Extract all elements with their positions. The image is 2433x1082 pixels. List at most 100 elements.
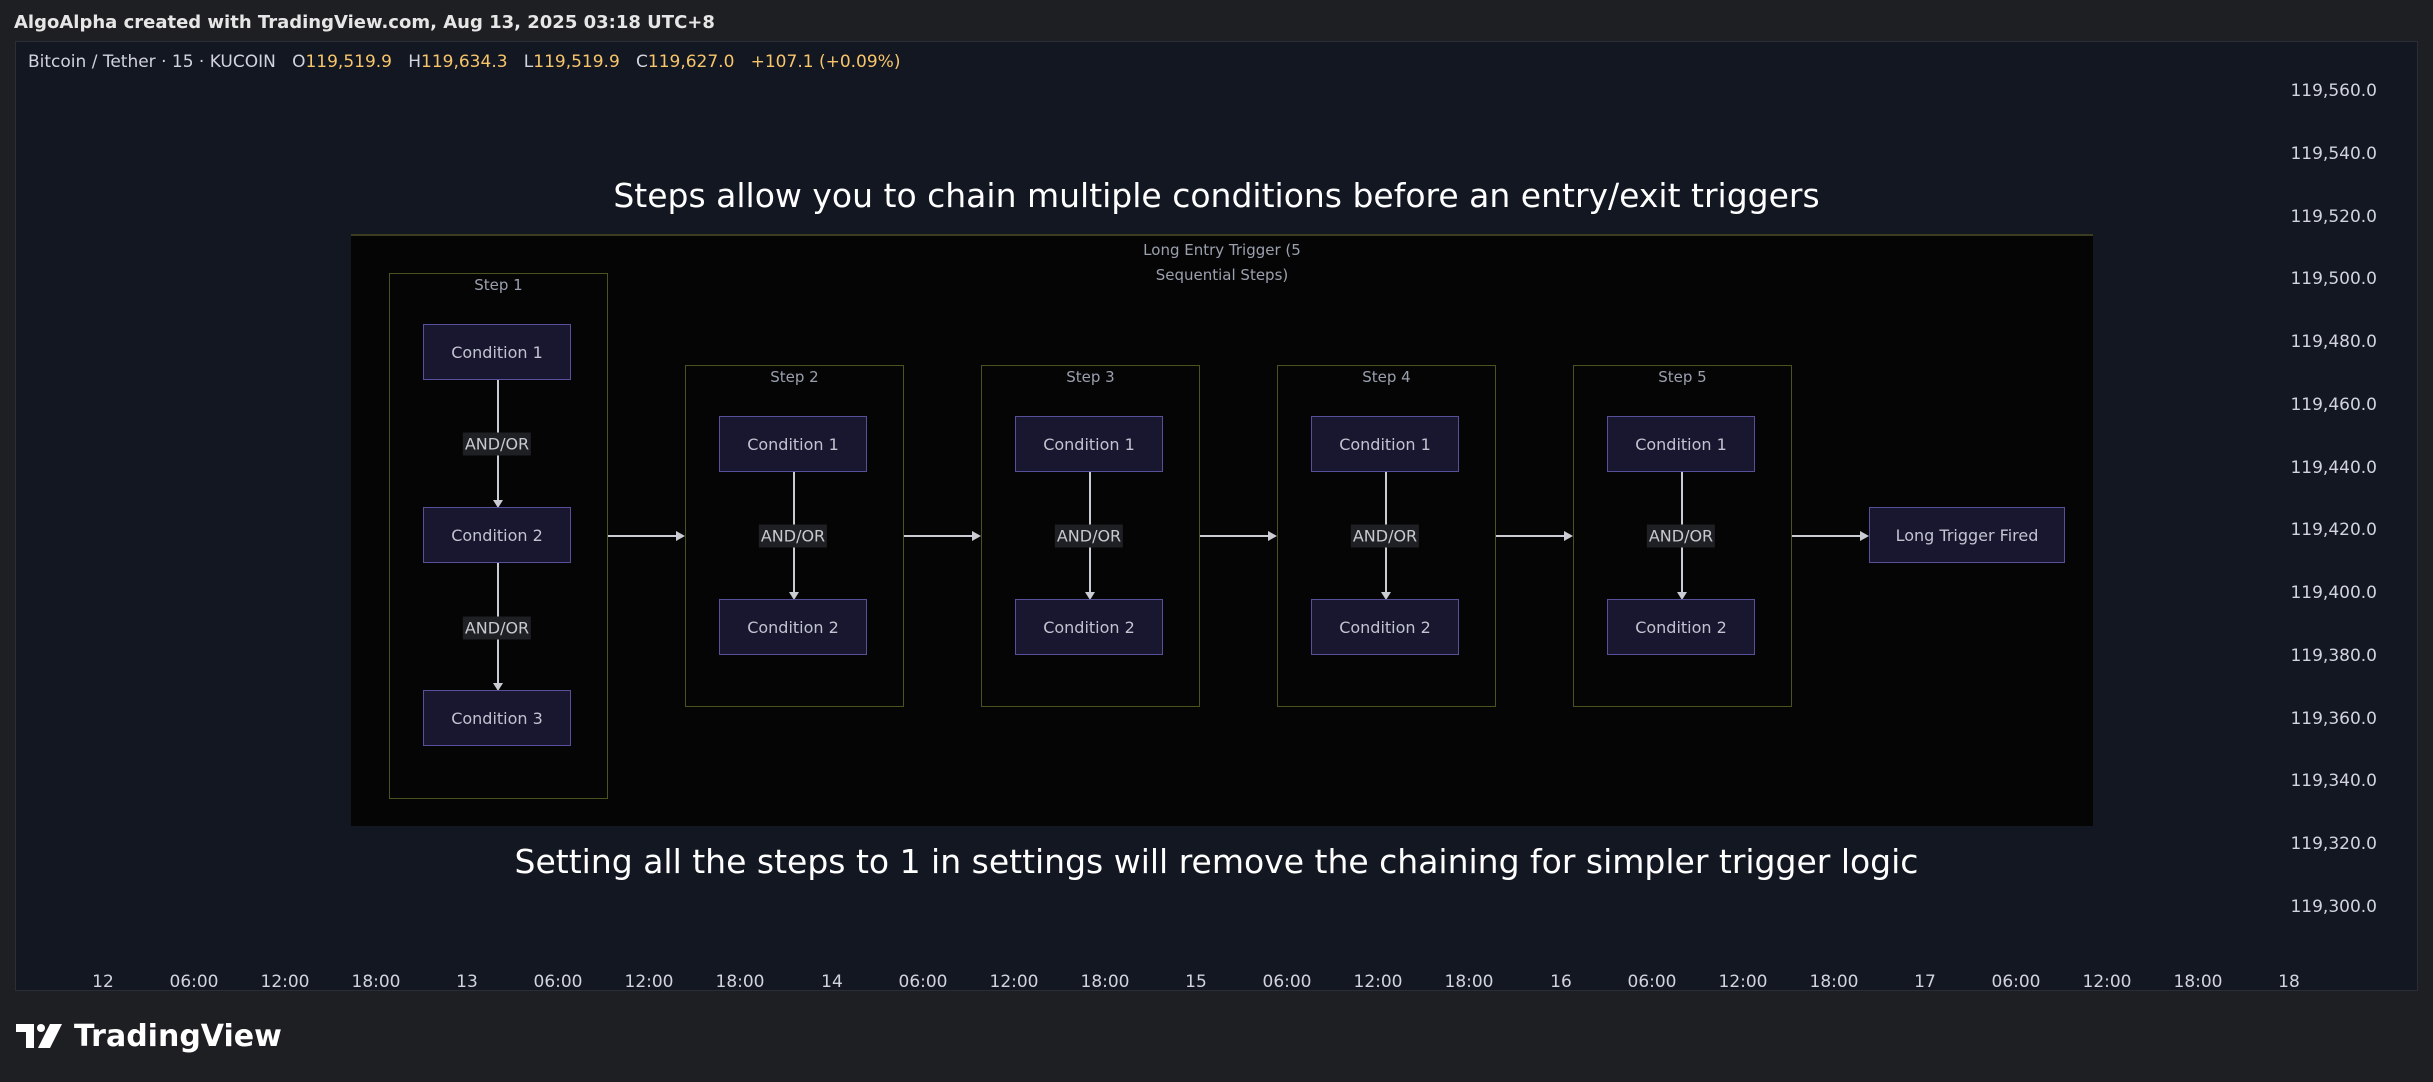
price-tick: 119,440.0 (2290, 458, 2377, 478)
time-tick: 06:00 (169, 972, 219, 992)
arrow-down-icon (492, 683, 503, 691)
time-tick: 18:00 (1444, 972, 1494, 992)
step-5-group: Step 5 (1573, 365, 1792, 707)
arrow-down-icon (1084, 592, 1095, 600)
arrow-right-icon (1564, 531, 1573, 541)
step-4-condition-1: Condition 1 (1311, 416, 1459, 472)
open-value: 119,519.9 (305, 52, 392, 72)
step-1-label: Step 1 (474, 276, 523, 294)
tradingview-wordmark: TradingView (74, 1018, 282, 1054)
time-tick: 06:00 (1627, 972, 1677, 992)
step-4-group: Step 4 (1277, 365, 1496, 707)
time-tick: 06:00 (533, 972, 583, 992)
step-4-condition-2: Condition 2 (1311, 599, 1459, 655)
arrow-right-icon (972, 531, 981, 541)
time-tick: 12:00 (1353, 972, 1403, 992)
change-value: +107.1 (+0.09%) (750, 52, 901, 72)
step-5-to-final-connector (1792, 535, 1860, 537)
step-3-condition-1: Condition 1 (1015, 416, 1163, 472)
price-tick: 119,480.0 (2290, 332, 2377, 352)
step-2-label: Step 2 (770, 368, 819, 386)
step-1-condition-1: Condition 1 (423, 324, 571, 380)
symbol-label[interactable]: Bitcoin / Tether · 15 · KUCOIN (28, 52, 276, 72)
step-2-condition-1: Condition 1 (719, 416, 867, 472)
close-label: C (636, 52, 648, 72)
step-3-andor: AND/OR (1054, 524, 1124, 548)
time-tick: 18:00 (2173, 972, 2223, 992)
step-2-group: Step 2 (685, 365, 904, 707)
time-tick: 18 (2278, 972, 2300, 992)
price-tick: 119,520.0 (2290, 207, 2377, 227)
step-1-andor-2: AND/OR (462, 616, 532, 640)
time-tick: 16 (1550, 972, 1572, 992)
time-tick: 12:00 (989, 972, 1039, 992)
close-value: 119,627.0 (647, 52, 735, 72)
long-trigger-fired-node: Long Trigger Fired (1869, 507, 2065, 563)
step-4-andor: AND/OR (1350, 524, 1420, 548)
step-1-condition-2: Condition 2 (423, 507, 571, 563)
time-tick: 17 (1914, 972, 1936, 992)
step-4-label: Step 4 (1362, 368, 1411, 386)
arrow-down-icon (788, 592, 799, 600)
high-label: H (408, 52, 422, 72)
flow-diagram: Long Entry Trigger (5 Sequential Steps) … (351, 234, 2093, 826)
time-tick: 18:00 (715, 972, 765, 992)
step-1-condition-3: Condition 3 (423, 690, 571, 746)
arrow-right-icon (676, 531, 685, 541)
step-3-label: Step 3 (1066, 368, 1115, 386)
time-tick: 12 (92, 972, 114, 992)
price-tick: 119,500.0 (2290, 269, 2377, 289)
time-tick: 12:00 (2082, 972, 2132, 992)
price-tick: 119,340.0 (2290, 771, 2377, 791)
step-4-to-step-5-connector (1496, 535, 1564, 537)
time-tick: 12:00 (260, 972, 310, 992)
diagram-title: Long Entry Trigger (5 Sequential Steps) (351, 238, 2093, 288)
tradingview-logo-icon (16, 1024, 62, 1048)
ohlc-legend: Bitcoin / Tether · 15 · KUCOIN O119,519.… (28, 52, 900, 72)
time-tick: 06:00 (1991, 972, 2041, 992)
step-1-andor-1: AND/OR (462, 432, 532, 456)
price-tick: 119,320.0 (2290, 834, 2377, 854)
price-tick: 119,300.0 (2290, 897, 2377, 917)
diagram-title-line-2: Sequential Steps) (1155, 266, 1289, 284)
step-3-condition-2: Condition 2 (1015, 599, 1163, 655)
arrow-down-icon (1676, 592, 1687, 600)
arrow-down-icon (1380, 592, 1391, 600)
price-tick: 119,460.0 (2290, 395, 2377, 415)
low-label: L (523, 52, 534, 72)
time-tick: 18:00 (1080, 972, 1130, 992)
step-1-to-step-2-connector (608, 535, 676, 537)
time-tick: 15 (1185, 972, 1207, 992)
time-tick: 14 (821, 972, 843, 992)
step-5-label: Step 5 (1658, 368, 1707, 386)
step-3-to-step-4-connector (1200, 535, 1268, 537)
time-tick: 06:00 (1262, 972, 1312, 992)
time-tick: 18:00 (351, 972, 401, 992)
open-label: O (292, 52, 306, 72)
arrow-right-icon (1860, 531, 1869, 541)
tradingview-logo[interactable]: TradingView (16, 1018, 282, 1054)
time-tick: 06:00 (898, 972, 948, 992)
time-tick: 13 (456, 972, 478, 992)
step-2-andor: AND/OR (758, 524, 828, 548)
price-tick: 119,400.0 (2290, 583, 2377, 603)
low-value: 119,519.9 (533, 52, 620, 72)
price-tick: 119,380.0 (2290, 646, 2377, 666)
arrow-down-icon (492, 500, 503, 508)
high-value: 119,634.3 (421, 52, 508, 72)
time-tick: 12:00 (624, 972, 674, 992)
screenshot-title: AlgoAlpha created with TradingView.com, … (14, 12, 715, 33)
step-5-condition-2: Condition 2 (1607, 599, 1755, 655)
step-1-group: Step 1 (389, 273, 608, 799)
step-2-to-step-3-connector (904, 535, 972, 537)
price-tick: 119,540.0 (2290, 144, 2377, 164)
step-5-andor: AND/OR (1646, 524, 1716, 548)
time-tick: 18:00 (1809, 972, 1859, 992)
price-tick: 119,420.0 (2290, 520, 2377, 540)
step-3-group: Step 3 (981, 365, 1200, 707)
price-tick: 119,560.0 (2290, 81, 2377, 101)
price-tick: 119,360.0 (2290, 709, 2377, 729)
diagram-title-line-1: Long Entry Trigger (5 (1143, 241, 1301, 259)
time-tick: 12:00 (1718, 972, 1768, 992)
headline-top: Steps allow you to chain multiple condit… (613, 176, 1820, 215)
